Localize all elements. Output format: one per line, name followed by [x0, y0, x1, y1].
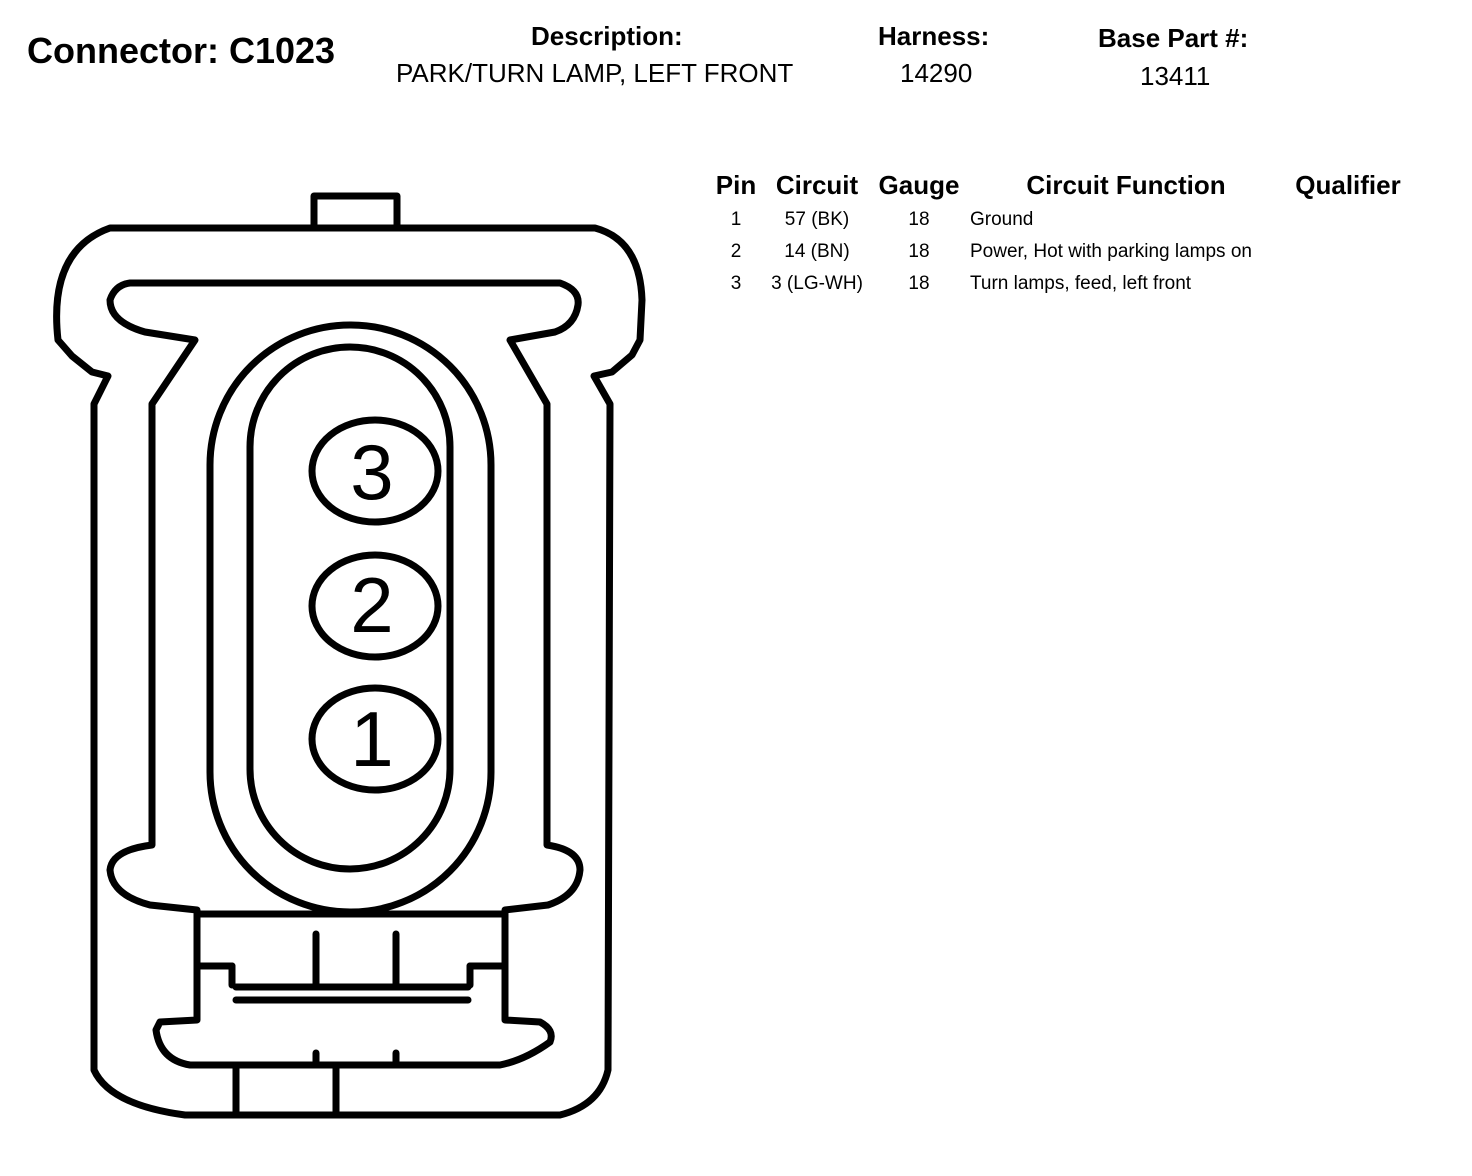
column-header-circuit-function: Circuit Function — [1026, 170, 1226, 200]
latch-tab — [310, 192, 401, 232]
cell-function: Turn lamps, feed, left front — [970, 273, 1192, 294]
cell-function: Ground — [970, 209, 1034, 230]
cell-gauge: 18 — [908, 273, 930, 294]
connector-face-diagram: 3 2 1 — [53, 192, 646, 1119]
cell-pin: 3 — [730, 273, 742, 294]
column-header-circuit: Circuit — [775, 170, 859, 200]
base-part-label: Base Part #: — [1098, 23, 1249, 53]
cell-pin: 2 — [730, 241, 742, 262]
housing-inner-outline — [106, 279, 584, 1069]
column-header-pin: Pin — [715, 170, 757, 200]
cell-circuit: 14 (BN) — [784, 241, 850, 262]
cell-circuit: 3 (LG-WH) — [771, 273, 863, 294]
cell-circuit: 57 (BK) — [784, 209, 850, 230]
pin-label-1: 1 — [350, 695, 393, 783]
base-part-value: 13411 — [1140, 61, 1211, 91]
pin-label-2: 2 — [350, 561, 393, 649]
pin-circle-3 — [308, 416, 442, 526]
pin-label-3: 3 — [350, 428, 393, 516]
harness-label: Harness: — [878, 21, 990, 51]
cell-gauge: 18 — [908, 241, 930, 262]
column-header-gauge: Gauge — [878, 170, 960, 200]
pin-cavity-inner — [246, 343, 454, 873]
cell-gauge: 18 — [908, 209, 930, 230]
pin-circle-2 — [308, 551, 442, 661]
housing-outer-outline — [53, 224, 646, 1119]
harness-value: 14290 — [900, 58, 973, 88]
cell-function: Power, Hot with parking lamps on — [970, 241, 1252, 262]
connector-title: Connector: C1023 — [27, 30, 336, 71]
description-label: Description: — [531, 21, 683, 51]
cell-pin: 1 — [730, 209, 742, 230]
pin-circle-1 — [308, 684, 442, 794]
description-value: PARK/TURN LAMP, LEFT FRONT — [396, 58, 794, 88]
column-header-qualifier: Qualifier — [1295, 170, 1401, 200]
